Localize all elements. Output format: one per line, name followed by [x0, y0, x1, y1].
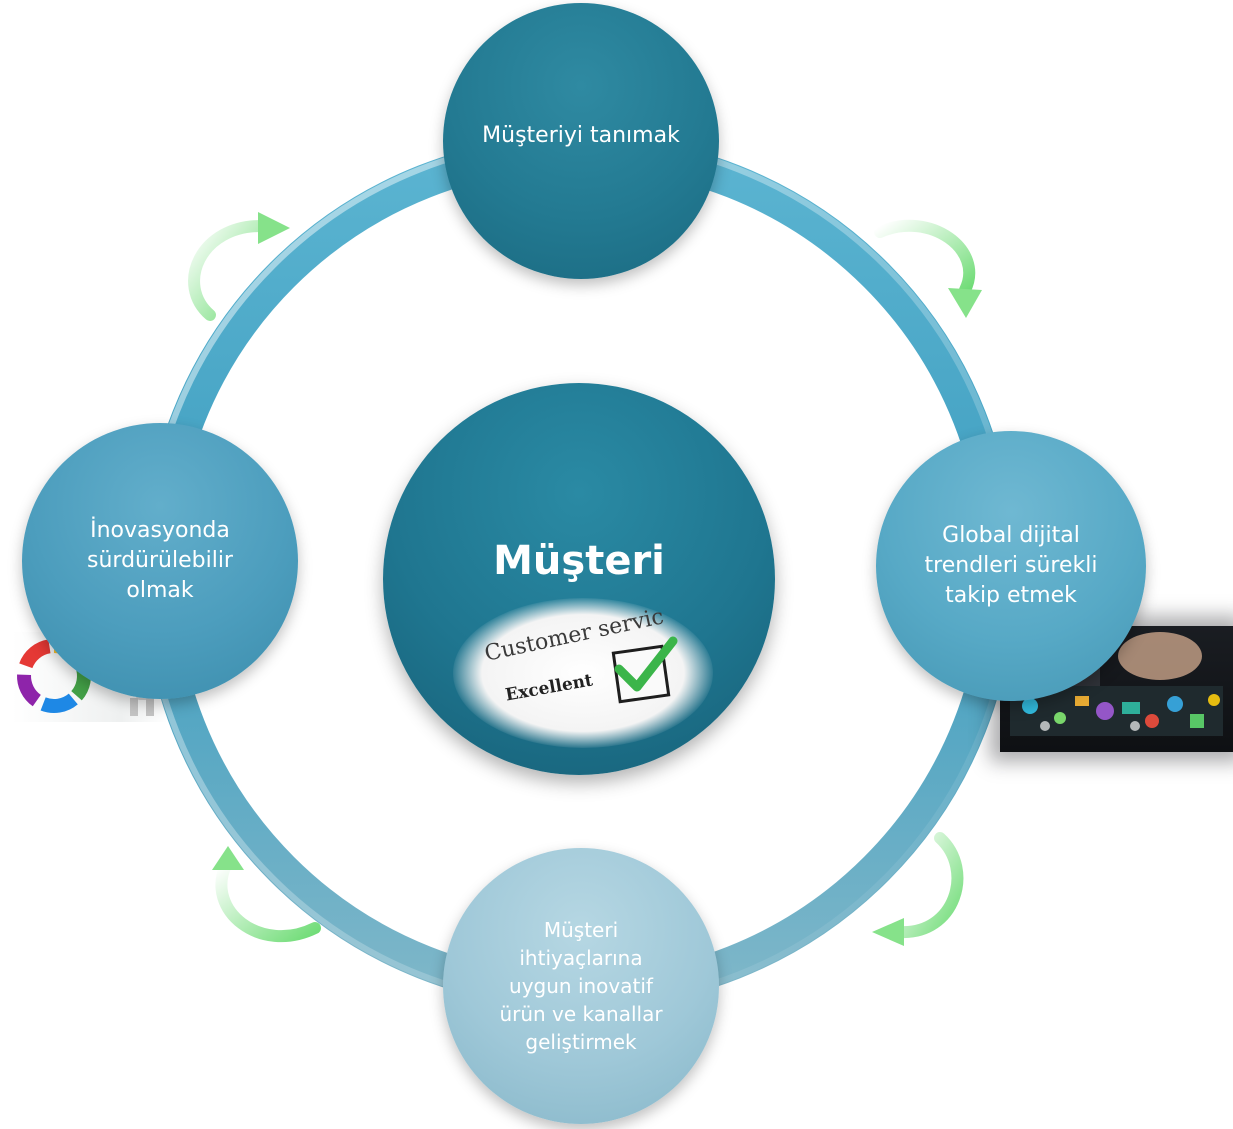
node-label: İnovasyonda sürdürülebilir olmak [87, 518, 233, 603]
node-label: Müşteriyi tanımak [482, 123, 680, 148]
cycle-arrow-icon-top-right [874, 219, 982, 318]
node-label: Global dijital trendleri sürekli takip e… [924, 523, 1098, 608]
cycle-arrow-icon-bottom-left [212, 846, 321, 943]
checkmark-icon [614, 636, 678, 692]
node-global-dijital-trendler: Global dijital trendleri sürekli takip e… [876, 431, 1146, 701]
node-label: Müşteri ihtiyaçlarına uygun inovatif ürü… [499, 918, 663, 1054]
node-musteriyi-tanimak: Müşteriyi tanımak [443, 3, 719, 279]
center-node: Müşteri Customer servic Excellent [383, 383, 775, 775]
cycle-arrow-icon-top-left [188, 212, 290, 321]
node-inovasyonda-surdurulebilir: İnovasyonda sürdürülebilir olmak [22, 423, 298, 699]
node-inovatif-urun-kanallar: Müşteri ihtiyaçlarına uygun inovatif ürü… [443, 848, 719, 1124]
center-title: Müşteri [493, 538, 665, 584]
cycle-arrow-icon-bottom-right [872, 832, 964, 946]
customer-service-badge [453, 598, 713, 748]
